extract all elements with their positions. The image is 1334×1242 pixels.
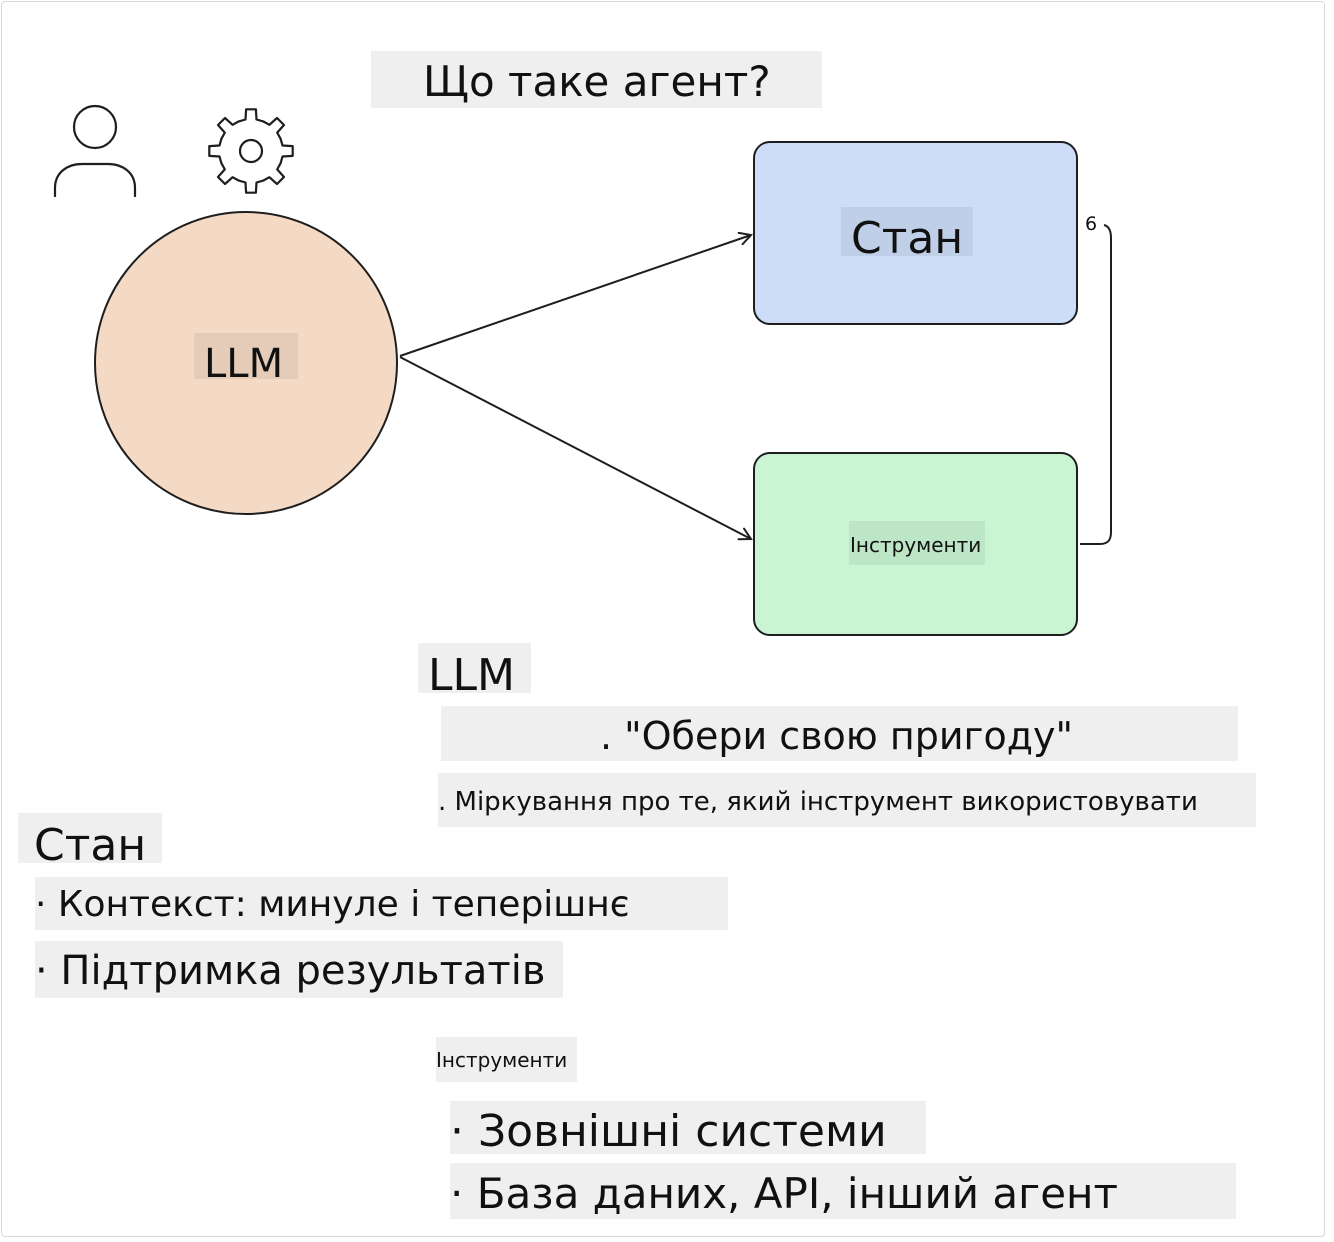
tools-section-heading: Інструменти <box>436 1037 577 1082</box>
llm-section-heading: LLM <box>418 643 531 698</box>
llm-node <box>94 211 398 515</box>
state-node-label: Стан <box>841 207 973 261</box>
state-section-heading: Стан <box>18 813 162 868</box>
user-icon <box>53 104 137 198</box>
llm-item-choose-adventure: . "Обери свою пригоду" <box>441 706 1238 761</box>
arrow-llm-to-state <box>399 235 751 357</box>
page-title: Що таке агент? <box>371 51 822 108</box>
arrow-llm-to-tools <box>399 356 751 539</box>
tools-node-label: Інструменти <box>849 521 985 565</box>
tools-item-external-systems: · Зовнішні системи <box>450 1101 926 1154</box>
state-item-results: · Підтримка результатів <box>35 941 563 998</box>
tools-node <box>753 452 1078 636</box>
gear-icon <box>208 108 294 194</box>
connector-tools-to-state <box>1080 224 1112 545</box>
state-item-context: · Контекст: минуле і теперішнє <box>35 877 728 930</box>
llm-item-reasoning: . Міркування про те, який інструмент вик… <box>438 773 1256 827</box>
tools-item-database-api-agent: · База даних, API, інший агент <box>450 1163 1236 1219</box>
state-node <box>753 141 1078 325</box>
loop-mark: 6 <box>1085 213 1098 235</box>
llm-node-label: LLM <box>194 333 298 384</box>
